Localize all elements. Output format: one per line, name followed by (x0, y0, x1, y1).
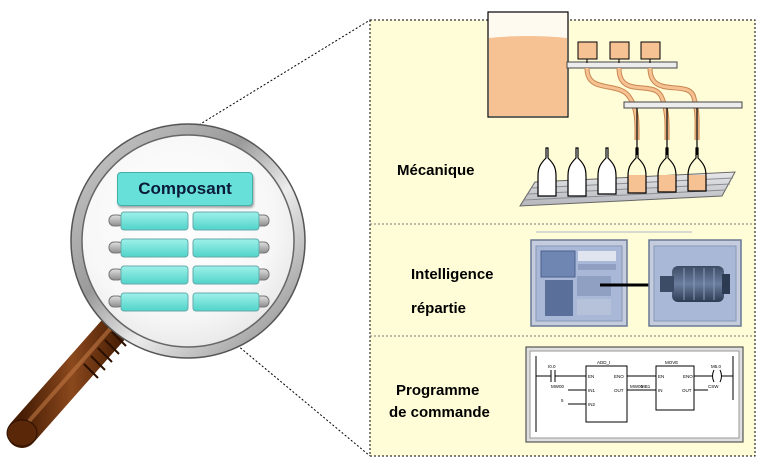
ladder-text: I0.0 ADD_I EN ENO IN1 OUT IN2 MW00 5 MW0… (548, 360, 722, 407)
block2-out2: OUT (682, 388, 692, 393)
section-label-repartie: répartie (411, 300, 467, 317)
section-label-commande: de commande (389, 404, 490, 421)
block2-name: MOVE (665, 360, 678, 365)
mechanical-illustration (487, 11, 743, 207)
ladder-op4: MB1 (641, 384, 651, 389)
section-label-intelligence: Intelligence (411, 266, 494, 283)
block2-in1: EN (658, 374, 664, 379)
block1-in3: IN2 (588, 402, 596, 407)
block2-out1: ENO (683, 374, 693, 379)
pin-row-1 (108, 211, 270, 231)
block1-out1: ENO (614, 374, 624, 379)
magnifier-handle (6, 305, 137, 448)
ladder-illustration (525, 346, 744, 443)
contact-label: I0.0 (548, 364, 556, 369)
pin-row-4 (108, 292, 270, 312)
ladder-op3: 5 (561, 398, 564, 403)
section-label-programme: Programme (396, 382, 480, 399)
intelligence-illustration (530, 231, 742, 327)
block1-name: ADD_I (597, 360, 610, 365)
ladder-op5: CSW (708, 384, 719, 389)
block1-out2: OUT (614, 388, 624, 393)
block1-in2: IN1 (588, 388, 596, 393)
section-label-mecanique: Mécanique (397, 162, 475, 179)
component-title: Composant (117, 172, 253, 206)
pin-row-3 (108, 265, 270, 285)
ladder-op1: MW00 (551, 384, 564, 389)
block1-in1: EN (588, 374, 594, 379)
ladder-op2: MW00 (630, 384, 643, 389)
block2-in2: IN (658, 388, 663, 393)
component-bars (108, 211, 270, 312)
pin-row-2 (108, 238, 270, 258)
coil-label: M5.0 (711, 364, 722, 369)
